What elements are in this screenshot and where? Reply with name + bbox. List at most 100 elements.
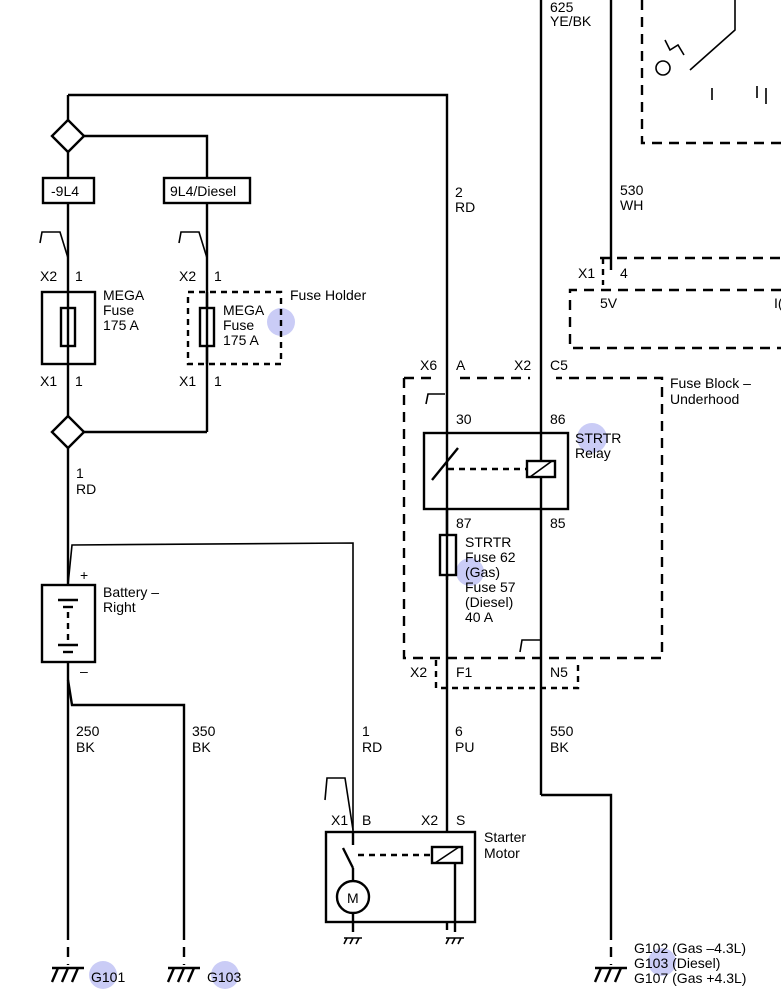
- wire-1rd-color: RD: [362, 739, 382, 755]
- wire-550-bk: [541, 793, 613, 930]
- fuse1-conn-bottom: X1: [40, 373, 57, 389]
- connector-hook-n5: [519, 639, 541, 653]
- strtr-fuse-line1: STRTR: [465, 534, 511, 550]
- relay-label-2: Relay: [575, 445, 611, 461]
- highlight-mark: [89, 961, 117, 989]
- mega-fuse-2: X2 1 MEGA Fuse 175 A Fuse Holder X1 1: [179, 258, 367, 432]
- sensor-symbol: [664, 39, 685, 56]
- fuse-block-underhood: X6 A X2 C5 Fuse Block – Underhood 30 86 …: [402, 357, 751, 690]
- g101-label: G101: [91, 969, 125, 985]
- mega-fuse-1: X2 1 MEGA Fuse 175 A X1 1: [40, 258, 145, 389]
- fuse2-line2: Fuse: [223, 317, 254, 333]
- highlight-mark: [577, 423, 607, 453]
- conn-x2-f1-label: X2: [410, 664, 427, 680]
- fuse1-pin-top: 1: [75, 268, 83, 284]
- pin-86-label: 86: [550, 411, 566, 427]
- fuse-block-bottom-connector: [434, 660, 580, 690]
- strtr-fuse-line2: Fuse 62: [465, 549, 516, 565]
- wire-350-color: BK: [192, 739, 211, 755]
- ecm-outline: [568, 288, 781, 350]
- ecm-cut-label: I(: [774, 295, 781, 311]
- g103-diesel-label: G103 (Diesel): [634, 955, 720, 971]
- highlight-mark: [211, 961, 239, 989]
- strtr-fuse-line6: 40 A: [465, 609, 494, 625]
- strtr-fuse-line3: (Gas): [465, 564, 500, 580]
- wire-1-color: RD: [76, 481, 96, 497]
- g107-gas-label: G107 (Gas +4.3L): [634, 970, 746, 986]
- starter-pin-s: S: [456, 812, 465, 828]
- starter-solenoid-diag: [434, 846, 460, 864]
- connector-hook-fuse1: [39, 231, 69, 259]
- strtr-fuse-line4: Fuse 57: [465, 579, 516, 595]
- splice-top: [50, 118, 86, 154]
- fuse1-line3: 175 A: [103, 317, 139, 333]
- option-box-right: [162, 176, 252, 205]
- fuse2-conn-bottom: X1: [179, 373, 196, 389]
- fuse2-line1: MEGA: [223, 302, 265, 318]
- sensor-ticks: [711, 86, 767, 104]
- option-box-left: [41, 176, 96, 205]
- pin-87-label: 87: [456, 515, 472, 531]
- fuse1-line2: Fuse: [103, 302, 134, 318]
- g103-label: G103: [207, 969, 241, 985]
- starter-conn-b: X1: [331, 812, 348, 828]
- wire-530-circuit: 530: [620, 182, 644, 198]
- fuse-holder-outline: [186, 290, 283, 366]
- starter-label-1: Starter: [484, 829, 526, 845]
- starter-chassis-ground-icon: [343, 937, 362, 945]
- battery-minus: –: [80, 663, 88, 679]
- ecm-supply-label: 5V: [600, 295, 618, 311]
- wire-550-circuit: 550: [550, 723, 574, 739]
- wire-250-circuit: 250: [76, 723, 100, 739]
- wire-1-circuit: 1: [76, 465, 84, 481]
- fuse-holder-label: Fuse Holder: [290, 287, 367, 303]
- starter-motor: X1 B X2 S M Starter Motor: [324, 777, 526, 945]
- ecm-module: X1 4 5V I(: [568, 256, 781, 350]
- fuse2-pin-top: 1: [214, 268, 222, 284]
- pin-f1-label: F1: [456, 664, 473, 680]
- battery-label-2: Right: [103, 599, 136, 615]
- relay-label-1: STRTR: [575, 430, 621, 446]
- wire-350-circuit: 350: [192, 723, 216, 739]
- wire-625-color: YE/BK: [550, 13, 592, 29]
- relay-coil-diagonal: [529, 460, 553, 478]
- g103-ground-icon: [166, 966, 200, 983]
- pin-c5-label: C5: [550, 357, 568, 373]
- battery-plus: +: [80, 567, 88, 583]
- g101-ground-icon: [50, 966, 84, 983]
- highlight-marks: [89, 308, 676, 989]
- wire-550-color: BK: [550, 739, 569, 755]
- pin-85-label: 85: [550, 515, 566, 531]
- pin-30-label: 30: [456, 411, 472, 427]
- fuse2-pin-bottom: 1: [214, 373, 222, 389]
- connector-hook-a: [425, 393, 445, 405]
- option-left-label: -9L4: [51, 183, 79, 199]
- fuse1-pin-bottom: 1: [75, 373, 83, 389]
- g102-gas-label: G102 (Gas –4.3L): [634, 940, 746, 956]
- top-right-component: [640, 0, 781, 145]
- wire-1rd-circuit: 1: [362, 723, 370, 739]
- ecm-pin-label: 4: [620, 265, 628, 281]
- solenoid-chassis-ground-icon: [445, 937, 464, 945]
- ecm-conn-label: X1: [578, 265, 595, 281]
- starter-motor-label: M: [347, 890, 359, 906]
- conn-x2-label: X2: [514, 357, 531, 373]
- sensor-arm: [689, 0, 736, 71]
- connector-hook-fuse2: [178, 231, 208, 259]
- battery-label-1: Battery –: [103, 584, 159, 600]
- fuse1-conn-top: X2: [40, 268, 57, 284]
- wire-625-circuit: 625: [550, 0, 574, 15]
- option-right-label: 9L4/Diesel: [170, 183, 236, 199]
- wire-2-rd: [68, 93, 449, 930]
- fuse2-line3: 175 A: [223, 332, 259, 348]
- wire-2-circuit: 2: [455, 184, 463, 200]
- wire-350-bk: [66, 679, 186, 930]
- wire-530-color: WH: [620, 197, 643, 213]
- highlight-mark: [648, 948, 676, 976]
- fuse-block-title-1: Fuse Block –: [670, 375, 751, 391]
- fuse-block-title-2: Underhood: [670, 391, 739, 407]
- highlight-mark: [456, 558, 484, 586]
- connector-hook-b: [324, 777, 354, 831]
- component-outline: [640, 0, 781, 145]
